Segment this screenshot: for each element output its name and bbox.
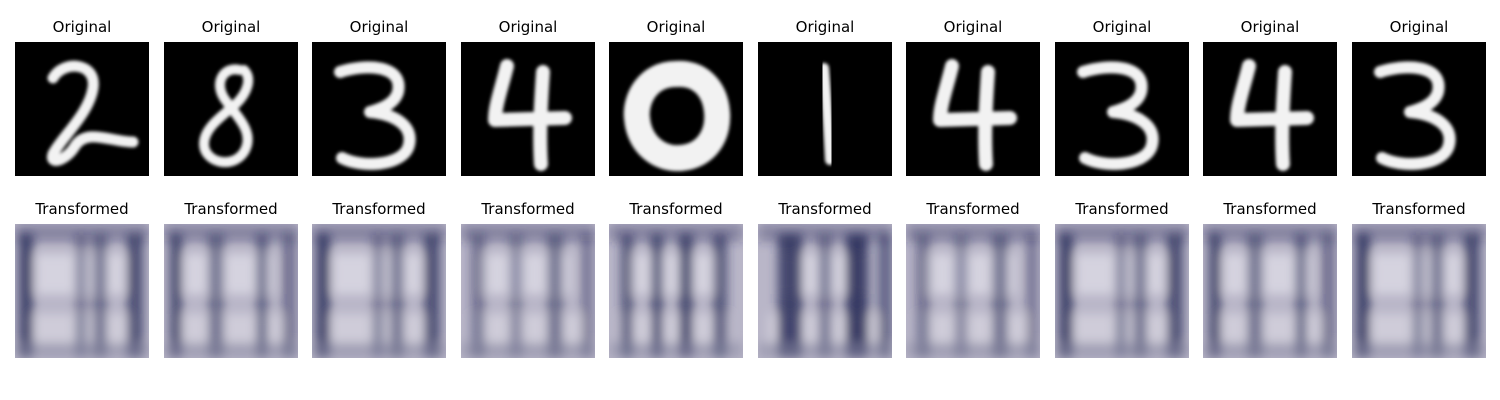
panel-title: Transformed — [1223, 200, 1317, 218]
original-image — [1203, 42, 1337, 176]
original-image — [609, 42, 743, 176]
original-image — [15, 42, 149, 176]
panel-title: Original — [795, 18, 855, 36]
panel-title: Transformed — [35, 200, 129, 218]
panel-title: Original — [349, 18, 409, 36]
transformed-image — [461, 224, 595, 358]
transformed-image — [1055, 224, 1189, 358]
original-image — [906, 42, 1040, 176]
original-image — [164, 42, 298, 176]
panel-title: Transformed — [332, 200, 426, 218]
panel-title: Transformed — [481, 200, 575, 218]
transformed-image — [1352, 224, 1486, 358]
panel-title: Transformed — [1372, 200, 1466, 218]
original-image — [1352, 42, 1486, 176]
transformed-image — [906, 224, 1040, 358]
original-image — [1055, 42, 1189, 176]
transformed-image — [758, 224, 892, 358]
panel-title: Transformed — [778, 200, 872, 218]
transformed-image — [15, 224, 149, 358]
transformed-image — [1203, 224, 1337, 358]
panel-title: Transformed — [629, 200, 723, 218]
panel-title: Original — [1240, 18, 1300, 36]
panel-title: Transformed — [926, 200, 1020, 218]
panel-title: Original — [1389, 18, 1449, 36]
panel-title: Original — [943, 18, 1003, 36]
panel-title: Original — [498, 18, 558, 36]
transformed-image — [609, 224, 743, 358]
original-image — [461, 42, 595, 176]
panel-title: Original — [52, 18, 112, 36]
original-image — [312, 42, 446, 176]
panel-title: Original — [1092, 18, 1152, 36]
transformed-image — [312, 224, 446, 358]
original-image — [758, 42, 892, 176]
transformed-image — [164, 224, 298, 358]
panel-title: Original — [201, 18, 261, 36]
panel-title: Original — [646, 18, 706, 36]
panel-title: Transformed — [184, 200, 278, 218]
panel-title: Transformed — [1075, 200, 1169, 218]
